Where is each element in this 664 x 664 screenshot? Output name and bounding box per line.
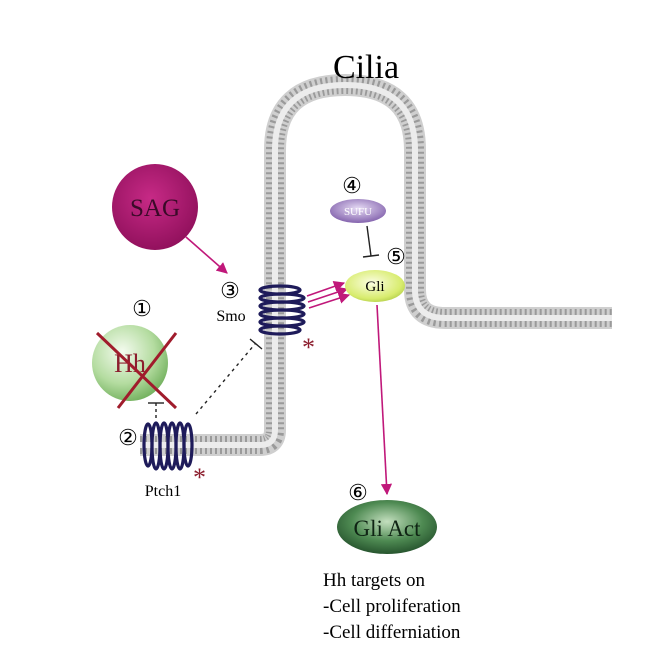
gli-to-gliact-arrow [376,304,393,496]
smo-to-gli-arrows [306,281,351,309]
sag-node: SAG [112,164,198,250]
sufu-inhibits-gli [362,225,380,258]
cilium-membrane [140,74,612,456]
step-3-badge: ③ [220,278,240,303]
ptch1-label: Ptch1 [145,483,181,500]
diagram-title: Cilia [333,49,399,86]
gli-act-label: Gli Act [353,516,421,541]
hh-blocked-cross [95,331,178,410]
ptch1-asterisk: * [193,463,206,492]
step-5-badge: ⑤ [386,244,406,269]
hh-inhibits-ptch1 [148,402,164,418]
outcome-line-1: Hh targets on [323,570,426,591]
gli-act-node: Gli Act [337,500,437,554]
outcome-line-2: -Cell proliferation [323,596,461,617]
ptch1-inhibits-smo [195,338,263,415]
step-2-badge: ② [118,425,138,450]
sufu-node: SUFU [330,199,386,223]
step-6-badge: ⑥ [348,480,368,505]
ptch1-receptor [142,421,194,471]
smo-asterisk: * [302,333,315,362]
gli-label: Gli [365,279,384,295]
sag-to-smo-arrow [185,236,228,274]
sag-label: SAG [130,195,180,222]
smo-receptor [258,284,306,336]
gli-node: Gli [345,270,405,302]
smo-label: Smo [216,308,245,325]
step-4-badge: ④ [342,173,362,198]
outcome-line-3: -Cell differniation [323,622,461,643]
step-1-badge: ① [132,296,152,321]
sufu-label: SUFU [344,206,372,218]
